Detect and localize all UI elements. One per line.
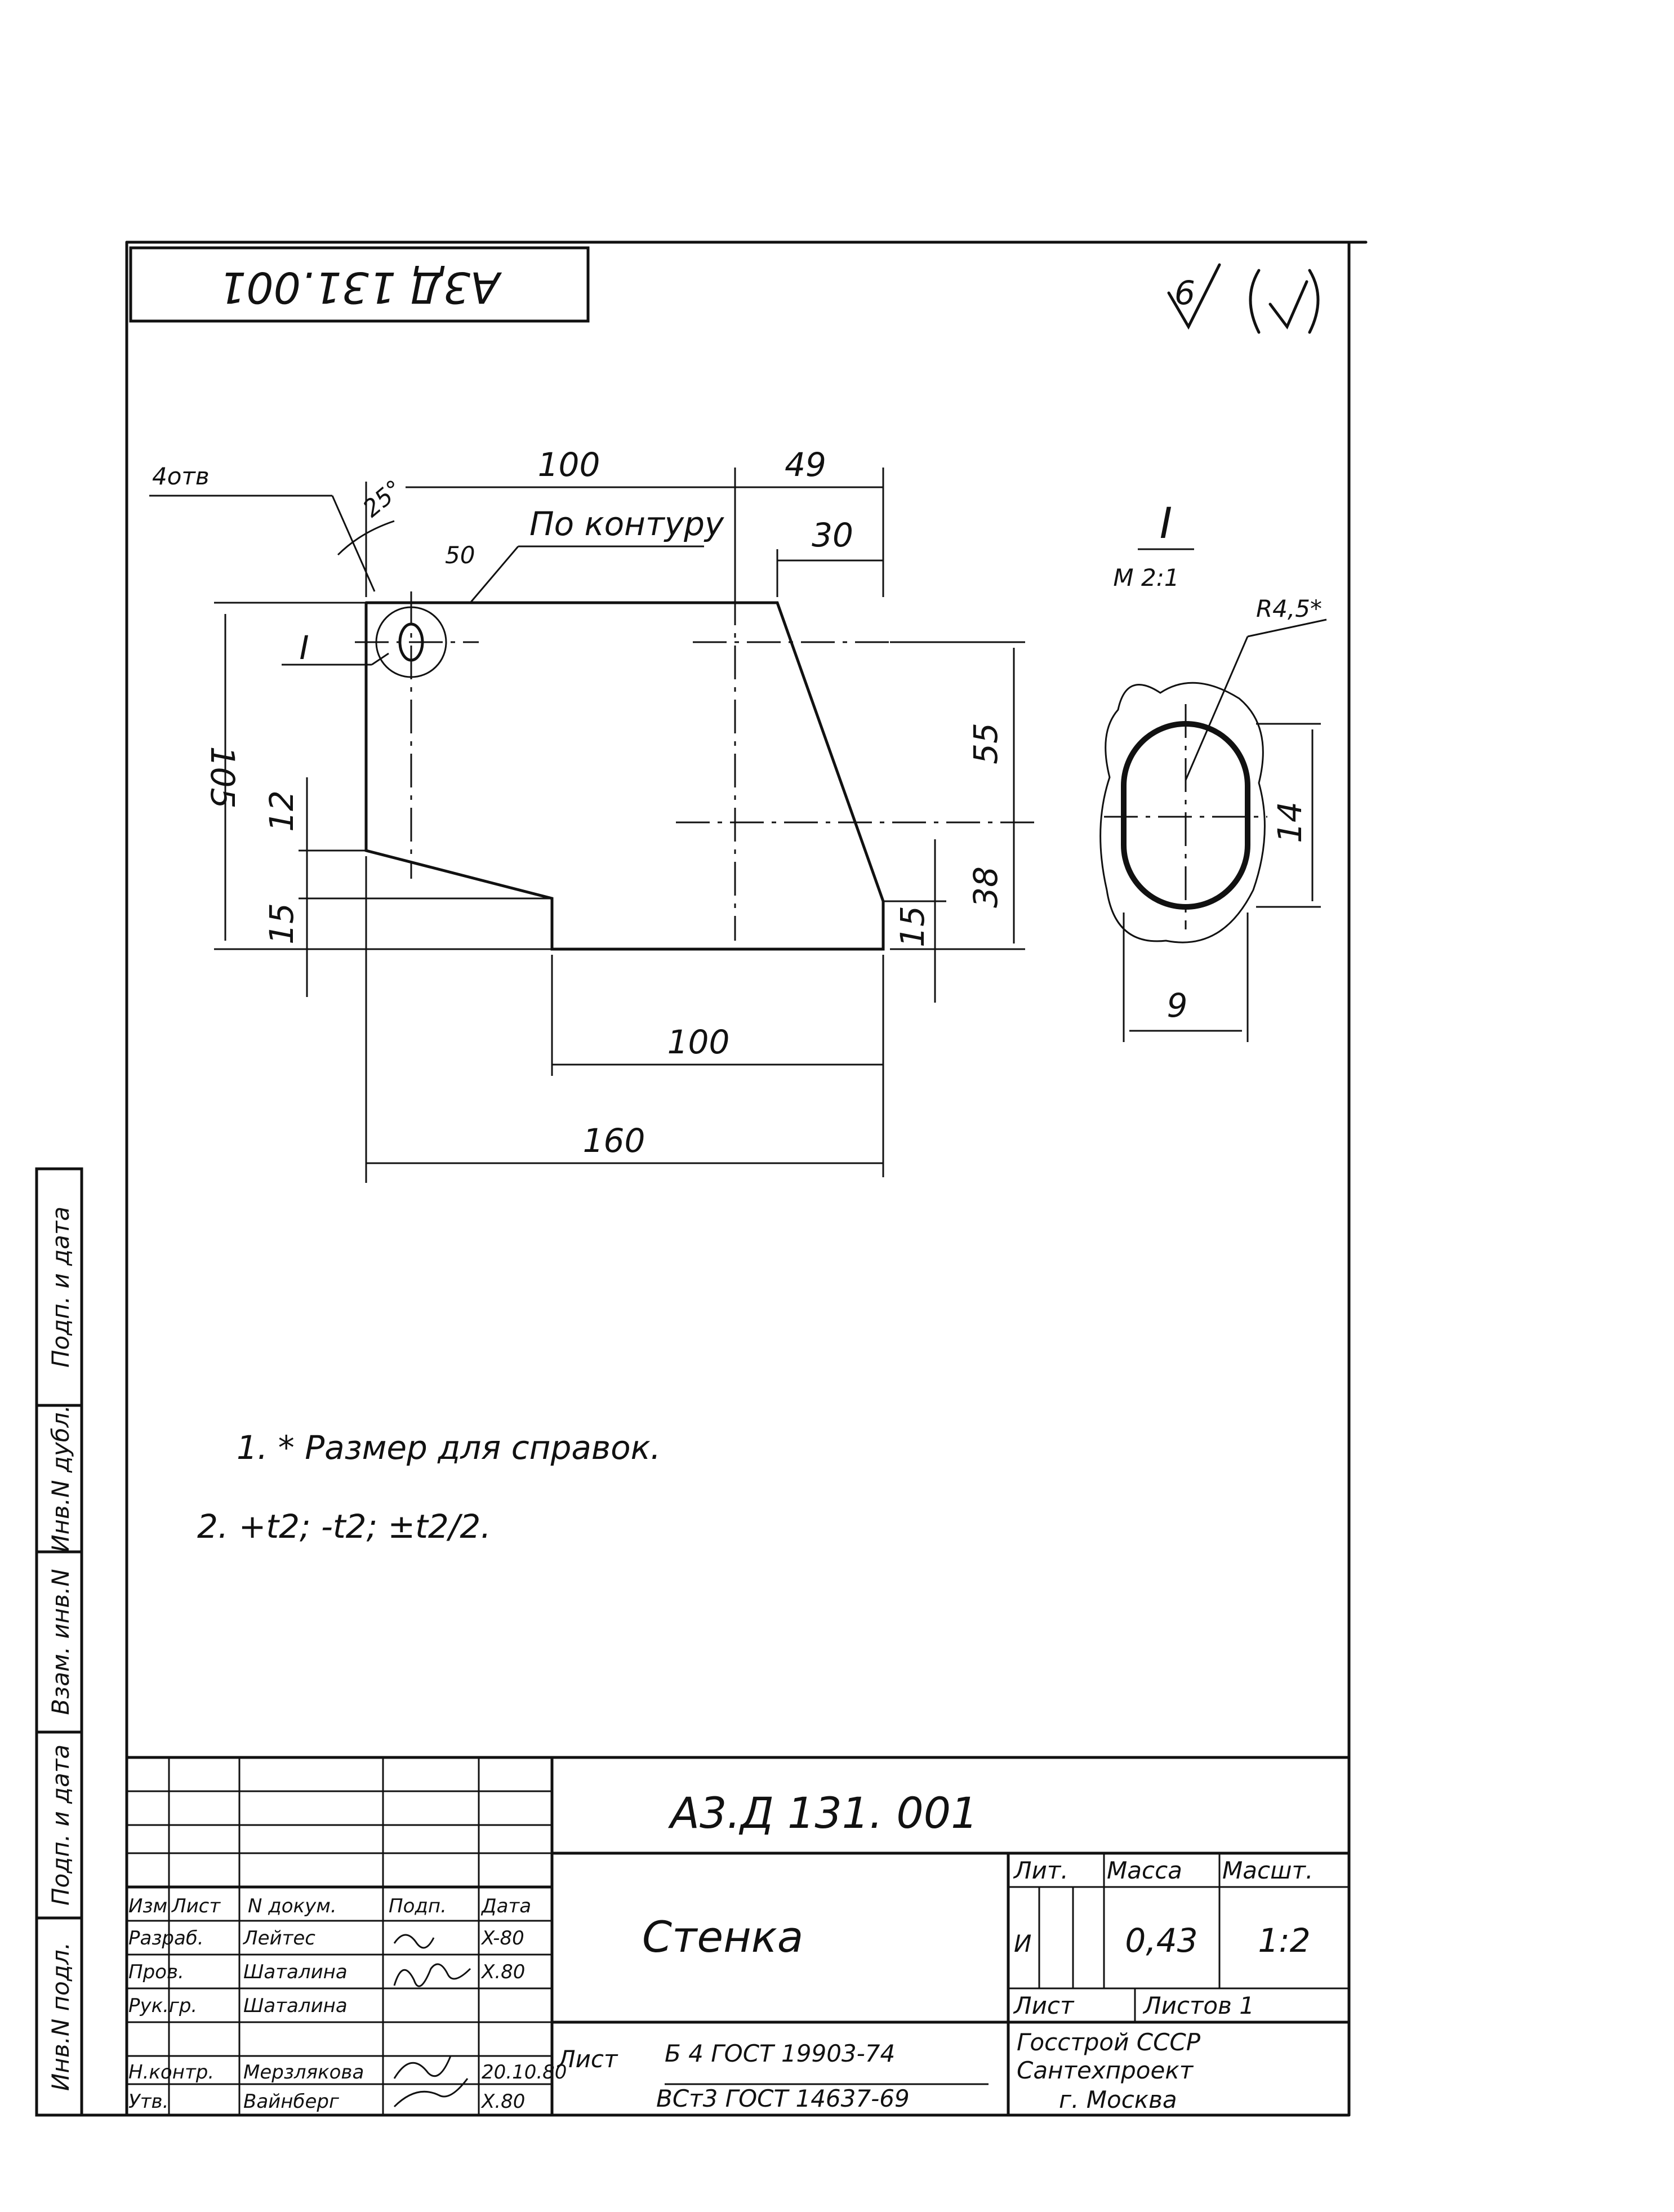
signature-6 [393, 2078, 469, 2108]
signature-5 [393, 2055, 452, 2079]
detail-title: I [1160, 498, 1172, 548]
side-label-4: Подп. и дата [47, 1744, 74, 1906]
dims-bottom: 100 160 [365, 856, 884, 1183]
detail-view: I М 2:1 R4,5* 14 9 [1099, 498, 1327, 1042]
roughness-value: 6 [1174, 274, 1195, 312]
row-role-3: Рук.гр. [128, 1995, 197, 2017]
section-mark: I [299, 629, 309, 667]
section-marker: I [282, 629, 389, 667]
sheets-label: Листов 1 [1142, 1992, 1254, 2019]
header-ndokum: N докум. [248, 1895, 337, 1917]
row-role-6: Утв. [128, 2090, 168, 2113]
sheet-frame [66, 241, 1368, 2117]
rotated-number-box: А3Д 131.001 [129, 246, 590, 323]
header-podp: Подп. [389, 1895, 447, 1917]
detail-width: 9 [1167, 986, 1188, 1025]
rotated-drawing-number: А3Д 131.001 [219, 262, 502, 313]
header-data: Дата [480, 1895, 531, 1917]
row-name-3: Шаталина [243, 1995, 348, 2017]
header-list: Лист [171, 1895, 221, 1917]
note-2: 2. +t2; -t2; ±t2/2. [197, 1507, 491, 1546]
side-label-2: Инв.N дубл. [47, 1405, 74, 1552]
lit-label: Лит. [1013, 1857, 1068, 1884]
row-role-1: Разраб. [128, 1927, 204, 1950]
sheet-label: Лист [1013, 1992, 1075, 2019]
detail-radius: R4,5* [1256, 595, 1322, 622]
dim-top-30: 30 [812, 516, 853, 554]
scale-value: 1:2 [1258, 1921, 1310, 1960]
row-date-1: X-80 [480, 1927, 524, 1950]
row-name-5: Мерзлякова [243, 2061, 364, 2084]
row-role-5: Н.контр. [128, 2061, 214, 2084]
side-label-5: Инв.N подл. [47, 1942, 74, 2091]
scale-label: Масшт. [1222, 1857, 1313, 1884]
dims-right: 55 38 15 [883, 641, 1025, 1003]
material-line-2: ВСт3 ГОСТ 14637-69 [656, 2085, 910, 2112]
notes: 1. * Размер для справок. 2. +t2; -t2; ±t… [197, 1428, 661, 1546]
weld-leader: 50 [445, 541, 475, 569]
detail-scale: М 2:1 [1113, 564, 1179, 591]
dim-left-12: 12 [262, 790, 301, 832]
row-name-2: Шаталина [243, 1961, 348, 1983]
dim-right-55: 55 [967, 723, 1005, 764]
contour-label: По контуру [529, 505, 724, 543]
side-label-1: Подп. и дата [47, 1207, 74, 1368]
dims-left: 105 12 15 [203, 602, 552, 997]
side-strip: Подп. и дата Инв.N дубл. Взам. инв.N Под… [35, 1167, 83, 2117]
dim-top-100: 100 [538, 446, 600, 484]
dim-bottom-100: 100 [667, 1023, 730, 1061]
drawing-number: А3.Д 131. 001 [667, 1788, 978, 1838]
side-label-3: Взам. инв.N [47, 1569, 74, 1715]
row-date-2: X.80 [480, 1961, 525, 1983]
org-line-2: Сантехпроект [1017, 2057, 1194, 2084]
signature-2 [393, 1963, 471, 1987]
row-name-6: Вайнберг [243, 2090, 340, 2113]
roughness-mark: 6 [1167, 263, 1320, 334]
lit-value: И [1014, 1930, 1031, 1957]
header-izm: Изм [128, 1895, 167, 1917]
org-line-3: г. Москва [1059, 2086, 1177, 2113]
part-name: Стенка [642, 1912, 803, 1962]
dim-right-38: 38 [967, 866, 1005, 908]
row-date-5: 20.10.80 [482, 2061, 567, 2084]
org-line-1: Госстрой СССР [1017, 2028, 1201, 2056]
row-name-1: Лейтес [242, 1927, 315, 1950]
signature-1 [393, 1934, 435, 1949]
dim-right-15: 15 [893, 906, 932, 947]
leaders-top-left: 4отв 25° 50 По контуру [149, 462, 724, 603]
dim-top-49: 49 [785, 446, 826, 484]
mass-label: Масса [1107, 1857, 1182, 1884]
title-block: А3.Д 131. 001 Стенка Изм Лист N докум. П… [125, 1756, 1351, 2117]
dims-top: 100 49 30 [365, 446, 884, 597]
dim-left-15: 15 [262, 903, 301, 945]
row-date-6: X.80 [480, 2090, 525, 2113]
mass-value: 0,43 [1125, 1921, 1197, 1960]
dim-bottom-160: 160 [583, 1121, 645, 1160]
material-prefix: Лист [556, 2045, 618, 2073]
part-outline [355, 591, 1042, 951]
row-role-2: Пров. [128, 1961, 184, 1983]
note-1: 1. * Размер для справок. [237, 1428, 661, 1467]
angle-label: 25° [358, 474, 408, 522]
holes-label: 4отв [152, 462, 210, 490]
dim-left-105: 105 [203, 746, 242, 809]
detail-height: 14 [1271, 802, 1309, 843]
material-line-1: Б 4 ГОСТ 19903-74 [665, 2040, 895, 2067]
